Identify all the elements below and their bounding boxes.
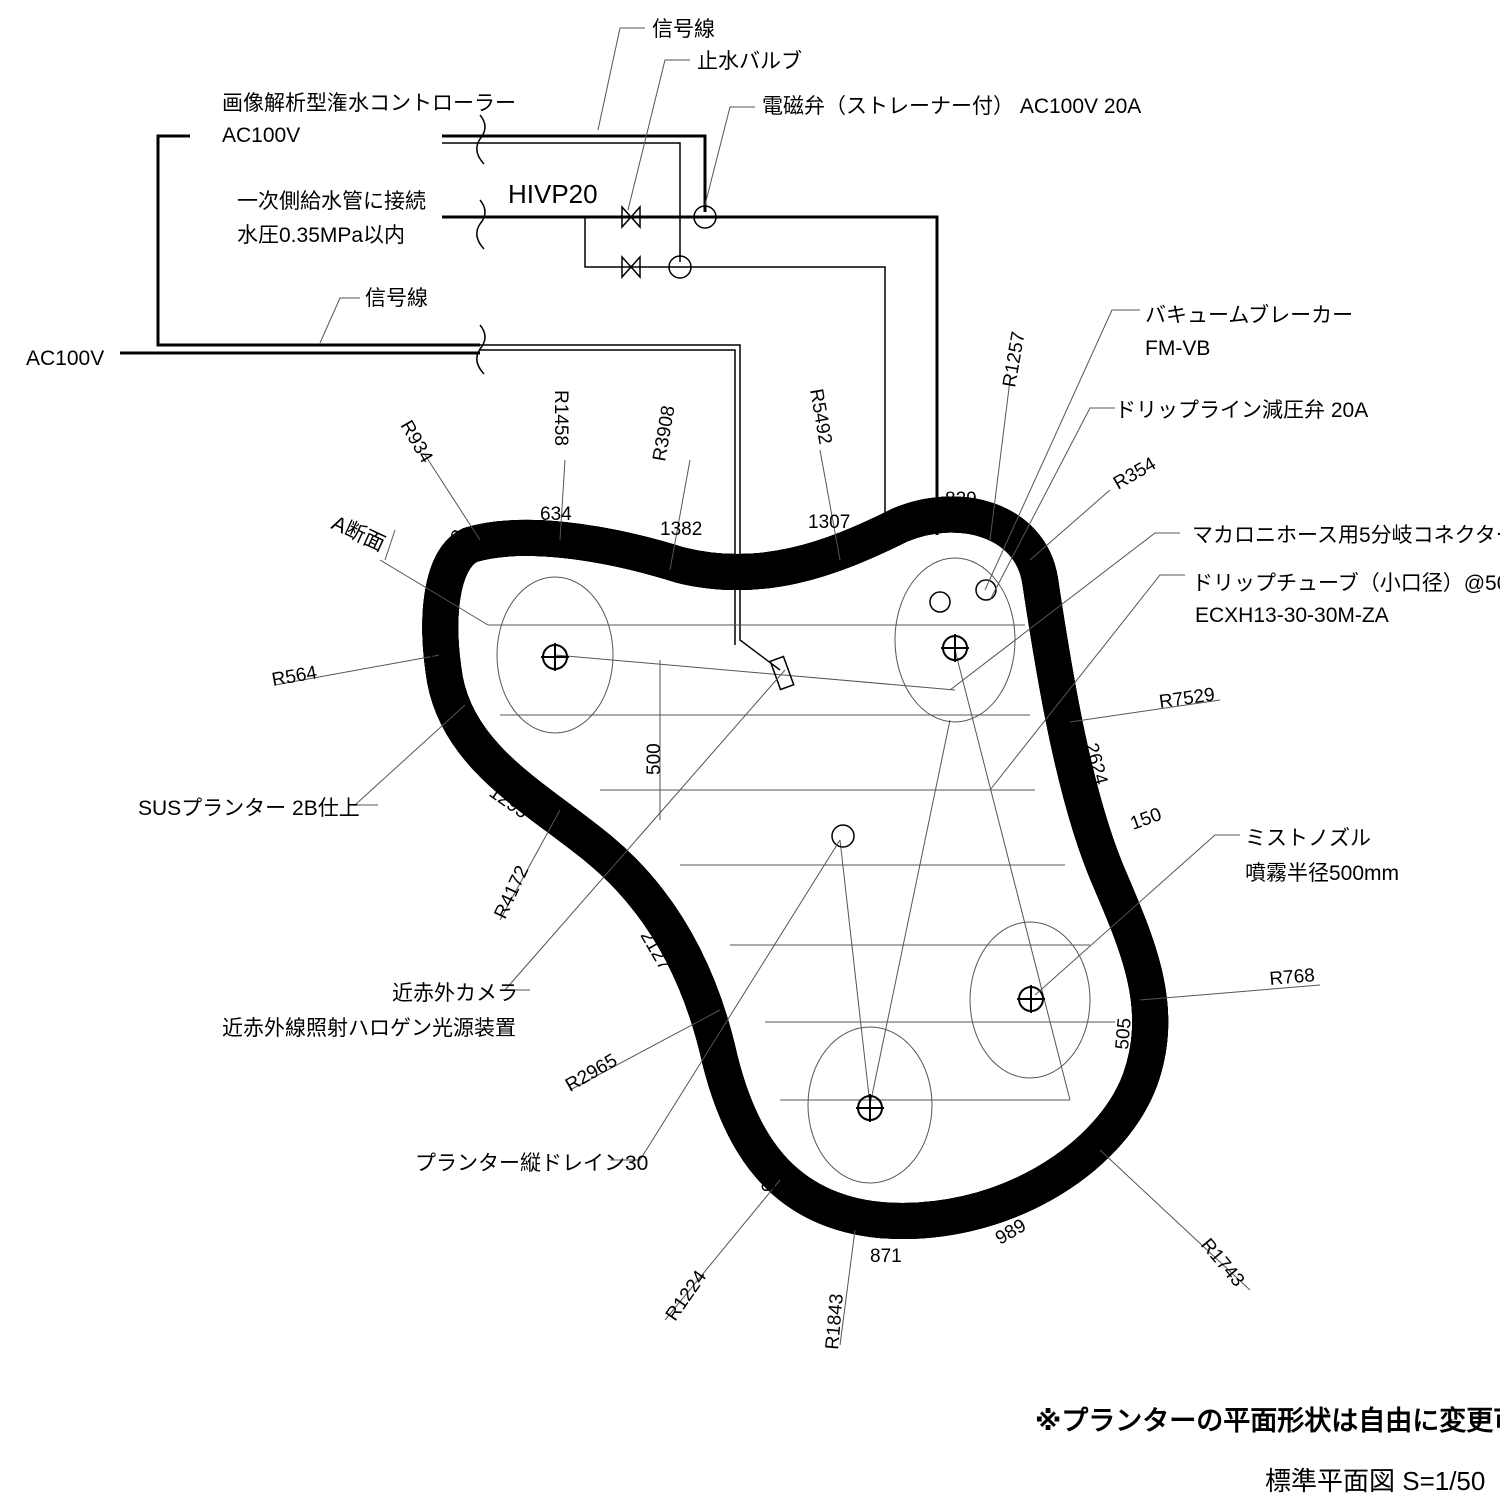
label-water-pressure: 水圧0.35MPa以内	[237, 224, 405, 247]
label-signal-line: 信号線	[652, 18, 715, 41]
label-sus-planter: SUSプランター 2B仕上	[138, 797, 360, 820]
leader-lines	[274, 27, 1321, 1346]
supply-pipe	[442, 215, 939, 535]
dim-500: 500	[644, 743, 665, 775]
break-marks	[476, 114, 486, 375]
drip-tube-lines	[488, 624, 1115, 1106]
solenoid-valve-icon	[693, 205, 717, 229]
nozzle-markers	[541, 579, 1045, 1122]
label-drip-tube: ドリップチューブ（小口径）@500	[1192, 572, 1500, 595]
stop-valve-icon	[621, 205, 641, 279]
dim-r2965: R2965	[562, 1050, 621, 1096]
label-solenoid-valve: 電磁弁（ストレーナー付） AC100V 20A	[762, 95, 1141, 118]
dim-r768: R768	[1269, 965, 1316, 990]
controller-power-line	[156, 134, 480, 347]
signal-line-2	[442, 142, 681, 262]
piping	[120, 114, 939, 671]
mist-nozzle-icons	[496, 557, 1091, 1184]
signal-line-camera-2	[480, 349, 736, 645]
note-text: ※プランターの平面形状は自由に変更可能	[1035, 1405, 1500, 1436]
dim-arc-634: 634	[540, 504, 572, 525]
dim-r7529: R7529	[1158, 684, 1216, 713]
solenoid-valve-icon	[668, 255, 692, 279]
label-nir-light: 近赤外線照射ハロゲン光源装置	[222, 1017, 516, 1040]
drawing-title: 標準平面図 S=1/50	[1265, 1466, 1485, 1496]
label-power-input: AC100V	[26, 347, 104, 370]
nir-camera-icon	[769, 655, 795, 691]
label-drip-tube-model: ECXH13-30-30M-ZA	[1195, 604, 1389, 627]
dim-r1458: R1458	[550, 390, 571, 446]
dim-r4172: R4172	[490, 862, 533, 922]
dim-r3908: R3908	[649, 404, 679, 463]
label-stop-valve: 止水バルブ	[697, 50, 802, 73]
dim-r354: R354	[1110, 453, 1160, 494]
dim-arc-829: 829	[945, 489, 977, 510]
dim-r1743: R1743	[1196, 1235, 1248, 1291]
sus-planter-outline	[440, 514, 1150, 1220]
label-controller: 画像解析型潅水コントローラー	[222, 92, 516, 115]
signal-line-top	[442, 134, 707, 212]
label-controller-power: AC100V	[222, 124, 300, 147]
label-mist-radius: 噴霧半径500mm	[1245, 862, 1399, 885]
dim-r934: R934	[396, 417, 437, 467]
label-signal-line-mid: 信号線	[365, 287, 428, 310]
label-section-a: A断面	[328, 512, 388, 557]
dim-r5492: R5492	[805, 387, 835, 446]
dim-r1843: R1843	[822, 1293, 848, 1351]
dim-r1224: R1224	[662, 1267, 712, 1325]
label-vacuum-breaker: バキュームブレーカー	[1145, 304, 1353, 327]
label-drip-reducer: ドリップライン減圧弁 20A	[1115, 399, 1368, 422]
label-mist-nozzle: ミストノズル	[1245, 827, 1371, 850]
dim-r564: R564	[270, 662, 319, 691]
dim-arc-1307: 1307	[808, 512, 850, 533]
label-connector: マカロニホース用5分岐コネクター	[1192, 524, 1500, 547]
label-drain: プランター縦ドレイン30	[415, 1152, 648, 1175]
signal-line-camera	[480, 344, 781, 671]
label-primary-supply: 一次側給水管に接続	[237, 190, 426, 213]
dim-arc-871: 871	[870, 1246, 902, 1267]
callout-labels: 信号線 止水バルブ 電磁弁（ストレーナー付） AC100V 20A 画像解析型潅…	[26, 18, 1500, 1175]
dim-arc-1382: 1382	[660, 519, 702, 540]
dim-150: 150	[1128, 804, 1165, 835]
branch-pipe	[584, 217, 886, 520]
label-vacuum-breaker-model: FM-VB	[1145, 337, 1210, 360]
label-pipe: HIVP20	[508, 179, 598, 209]
dim-arc-505: 505	[1112, 1017, 1136, 1050]
dim-r1257: R1257	[999, 330, 1029, 389]
label-nir-camera: 近赤外カメラ	[392, 982, 518, 1005]
